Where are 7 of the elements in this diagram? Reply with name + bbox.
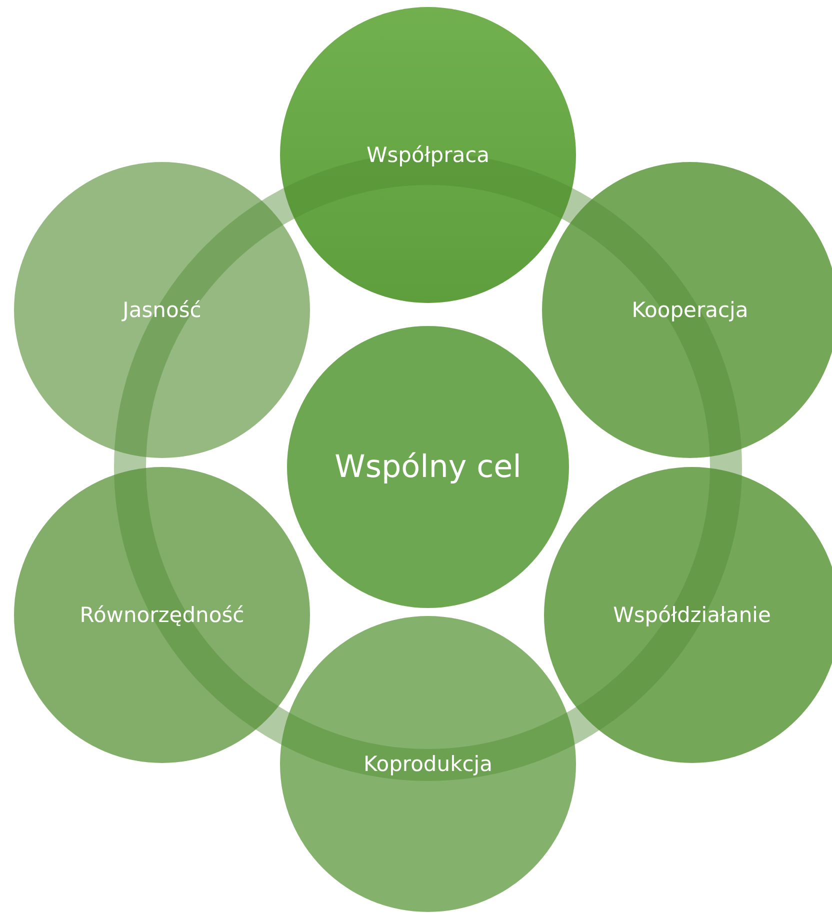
node-label: Wspólny cel [334,449,522,485]
node-label: Koprodukcja [364,752,492,776]
node-label: Współdziałanie [613,603,771,627]
node-label: Jasność [122,298,202,322]
node-label: Współpraca [366,143,490,167]
node-label: Równorzędność [80,603,244,627]
node-label: Kooperacja [632,298,748,322]
